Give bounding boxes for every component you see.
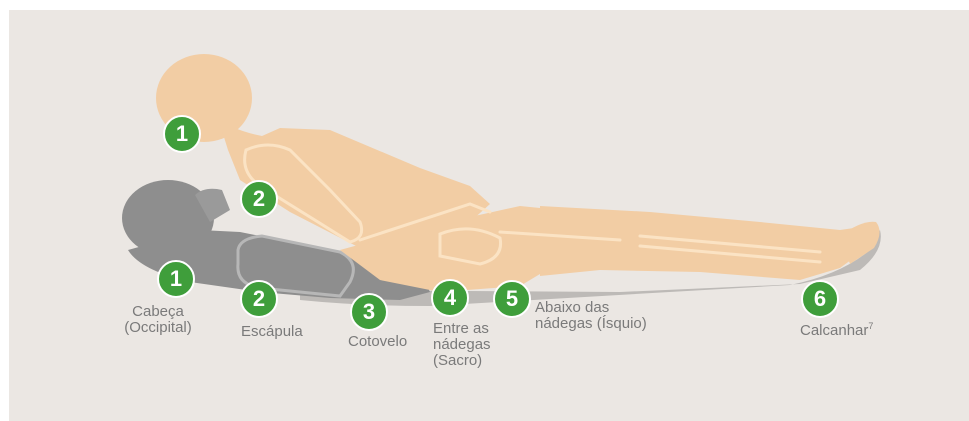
pressure-marker-head-raised: 1 — [163, 115, 201, 153]
label-heel-footnote: 7 — [868, 321, 874, 331]
skin-figure-bones — [243, 143, 822, 266]
label-sacrum: Entre as nádegas (Sacro) — [433, 320, 491, 369]
mattress-shadow — [300, 230, 881, 306]
pressure-marker-head: 1 — [157, 260, 195, 298]
gray-figure — [122, 180, 430, 300]
pressure-marker-scapula-raised: 2 — [240, 180, 278, 218]
label-head: Cabeça (Occipital) — [124, 303, 192, 336]
pressure-marker-ischium: 5 — [493, 280, 531, 318]
pressure-marker-heel: 6 — [801, 280, 839, 318]
label-heel: Calcanhar7 — [800, 321, 874, 339]
pressure-marker-elbow: 3 — [350, 293, 388, 331]
label-heel-text: Calcanhar — [800, 322, 869, 339]
pressure-marker-scapula: 2 — [240, 280, 278, 318]
label-scapula: Escápula — [241, 323, 303, 340]
pressure-marker-sacrum: 4 — [431, 279, 469, 317]
gray-figure-shoulder-outline — [236, 234, 355, 298]
label-ischium: Abaixo das nádegas (Ísquio) — [535, 299, 647, 332]
label-elbow: Cotovelo — [348, 333, 408, 350]
